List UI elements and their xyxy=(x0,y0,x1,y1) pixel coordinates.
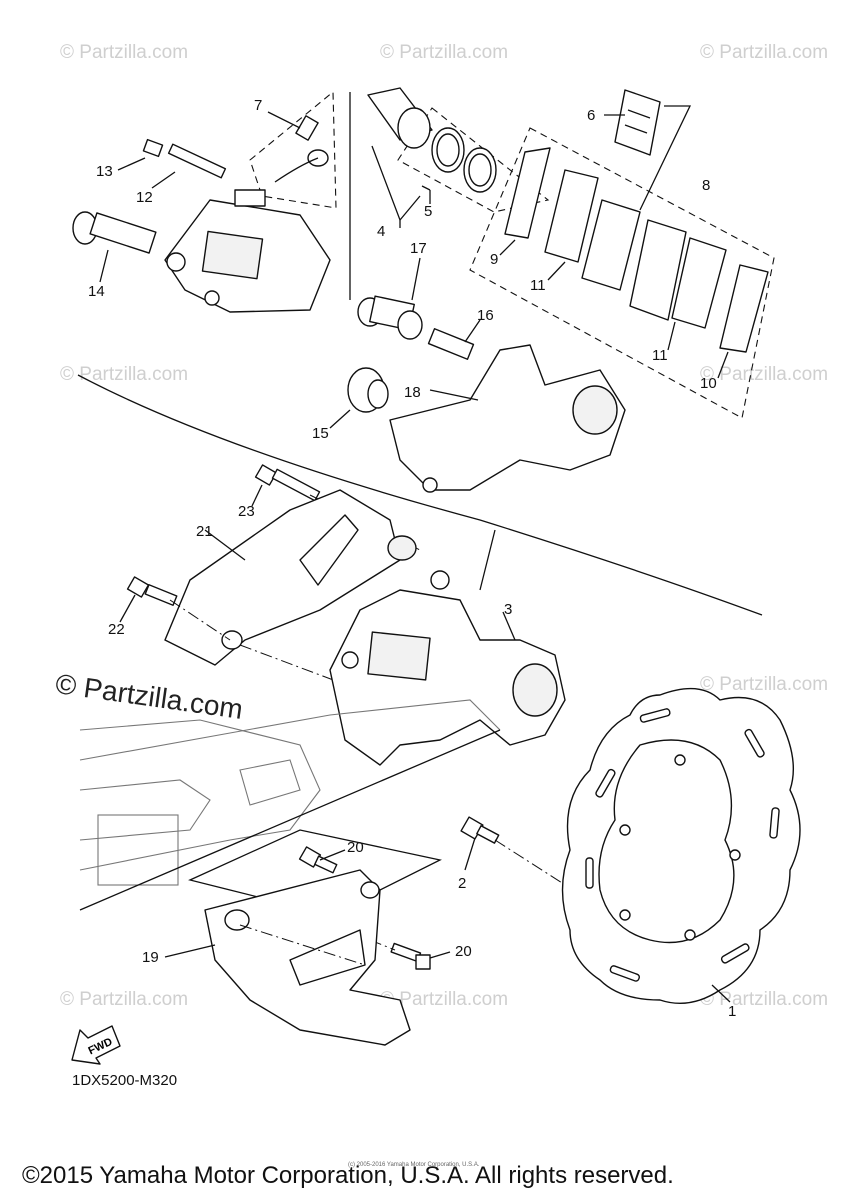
pad-spring-part xyxy=(614,89,661,156)
axis-line xyxy=(169,599,231,641)
callout-11-upper: 11 xyxy=(530,277,546,294)
swingarm-outline xyxy=(79,699,501,886)
diagram-code: 1DX5200-M320 xyxy=(72,1072,178,1089)
callout-23: 23 xyxy=(238,503,255,520)
watermark-text: © Partzilla.com xyxy=(700,42,828,63)
callout-15: 15 xyxy=(312,425,329,442)
callout-21: 21 xyxy=(196,523,213,540)
watermark-layer: © Partzilla.com © Partzilla.com © Partzi… xyxy=(60,42,828,1010)
copyright-notice: ©2015 Yamaha Motor Corporation, U.S.A. A… xyxy=(22,1162,674,1189)
callout-1: 1 xyxy=(728,1003,736,1020)
pad-kit-group-box xyxy=(469,127,775,419)
watermark-text: © Partzilla.com xyxy=(380,989,508,1010)
callout-14: 14 xyxy=(88,283,105,300)
assembly-bracket-line xyxy=(77,374,763,616)
callout-20-lower: 20 xyxy=(455,943,472,960)
callout-9: 9 xyxy=(490,251,498,268)
callout-11-lower: 11 xyxy=(652,347,668,364)
callout-20-upper: 20 xyxy=(347,839,364,856)
callout-22: 22 xyxy=(108,621,125,638)
callout-7: 7 xyxy=(254,97,262,114)
disc-guard-part xyxy=(204,869,411,1046)
rubber-boot-part xyxy=(347,367,389,413)
pin-boots xyxy=(357,295,475,360)
bolt-20-upper xyxy=(298,846,338,874)
bolt-23 xyxy=(254,464,321,502)
bleed-valve-part xyxy=(274,115,329,183)
brake-pads xyxy=(504,147,769,353)
callout-17: 17 xyxy=(410,240,427,257)
watermark-text: © Partzilla.com xyxy=(60,42,188,63)
piston-and-seals xyxy=(367,87,497,222)
callout-5: 5 xyxy=(424,203,432,220)
pad-spring-leader xyxy=(639,105,692,211)
callout-labels: 7 13 12 14 4 5 6 8 9 11 11 10 17 16 18 1… xyxy=(88,97,736,1020)
caliper-guard-part xyxy=(164,489,417,666)
leader-lines xyxy=(99,111,731,1003)
watermark-text: © Partzilla.com xyxy=(700,989,828,1010)
watermark-text: © Partzilla.com xyxy=(60,364,188,385)
piston-seal-group-box xyxy=(397,107,550,213)
watermark-text: © Partzilla.com xyxy=(700,364,828,385)
callout-13: 13 xyxy=(96,163,113,180)
callout-10: 10 xyxy=(700,375,717,392)
brake-disc-part xyxy=(561,687,801,1005)
forward-arrow-icon: FWD xyxy=(71,1025,121,1065)
watermark-text: © Partzilla.com xyxy=(700,674,828,695)
caliper-bracket-upper xyxy=(389,344,626,493)
axis-line xyxy=(494,839,621,921)
callout-3: 3 xyxy=(504,601,512,618)
callout-2: 2 xyxy=(458,875,466,892)
callout-18: 18 xyxy=(404,384,421,401)
callout-12: 12 xyxy=(136,189,153,206)
callout-8: 8 xyxy=(702,177,710,194)
callout-19: 19 xyxy=(142,949,159,966)
slide-pin-part xyxy=(72,211,157,254)
bolt-20-lower xyxy=(390,942,431,970)
reference-line xyxy=(79,729,501,911)
watermark-text: © Partzilla.com xyxy=(380,42,508,63)
caliper-assembly-part xyxy=(329,570,566,766)
callout-16: 16 xyxy=(477,307,494,324)
bolt-22 xyxy=(126,576,178,606)
caliper-body-upper xyxy=(164,189,331,313)
pin-parts xyxy=(142,138,227,179)
callout-6: 6 xyxy=(587,107,595,124)
assembly-leader-line xyxy=(479,529,496,591)
small-credit-text: (c) 2005-2016 Yamaha Motor Corporation, … xyxy=(348,1162,480,1168)
callout-4: 4 xyxy=(377,223,385,240)
watermark-text: © Partzilla.com xyxy=(60,989,188,1010)
bolt-2 xyxy=(460,816,500,844)
